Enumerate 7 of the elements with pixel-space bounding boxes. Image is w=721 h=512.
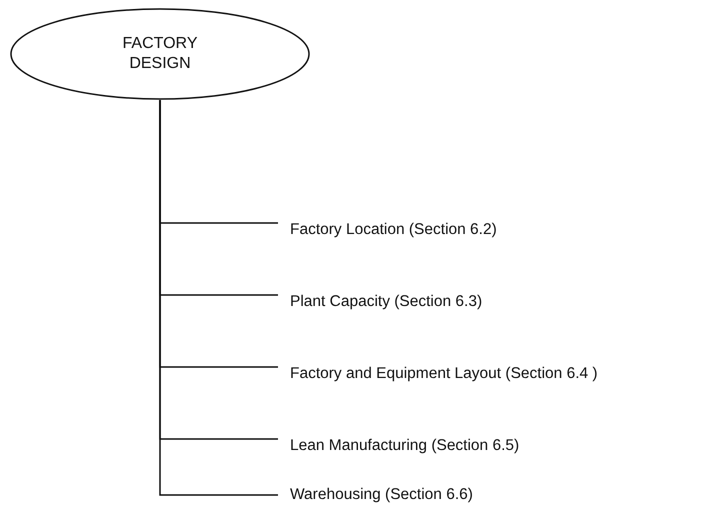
- ellipse-node: [10, 8, 310, 100]
- branch-label: Lean Manufacturing (Section 6.5): [290, 437, 520, 455]
- branch-label: Factory Location (Section 6.2): [290, 221, 497, 239]
- node-title: FACTORY DESIGN: [122, 34, 198, 74]
- branch-label: Factory and Equipment Layout (Section 6.4 ): [290, 365, 598, 383]
- branch-label: Warehousing (Section 6.6): [290, 486, 473, 504]
- branch-label: Plant Capacity (Section 6.3): [290, 293, 482, 311]
